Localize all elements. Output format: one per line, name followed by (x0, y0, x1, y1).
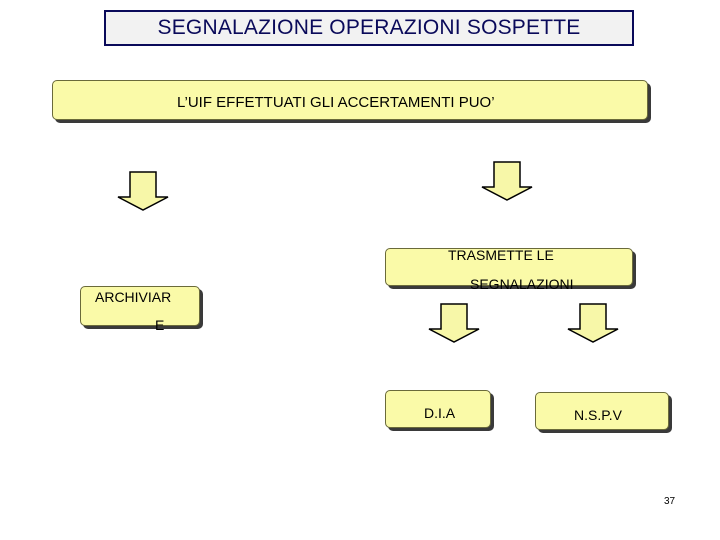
trasmette-line1: TRASMETTE LE (448, 247, 554, 263)
down-arrow-icon (481, 161, 533, 201)
dia-box: D.I.A (385, 390, 491, 428)
uif-box-label: L’UIF EFFETTUATI GLI ACCERTAMENTI PUO’ (177, 94, 495, 111)
down-arrow-icon (567, 303, 619, 343)
down-arrow-icon (117, 171, 169, 211)
uif-box: L’UIF EFFETTUATI GLI ACCERTAMENTI PUO’ (52, 80, 648, 120)
archiviare-line2: E (155, 317, 165, 333)
nspv-box: N.S.P.V (535, 392, 669, 430)
slide-title: SEGNALAZIONE OPERAZIONI SOSPETTE (104, 10, 634, 46)
down-arrow-icon (428, 303, 480, 343)
trasmette-box: TRASMETTE LE SEGNALAZIONI (385, 247, 633, 292)
dia-label: D.I.A (424, 405, 456, 421)
trasmette-line2: SEGNALAZIONI (470, 276, 574, 292)
page-number: 37 (664, 496, 676, 507)
archiviare-box: ARCHIVIAR E (80, 286, 200, 333)
nspv-label: N.S.P.V (574, 407, 622, 423)
archiviare-line1: ARCHIVIAR (95, 289, 172, 305)
